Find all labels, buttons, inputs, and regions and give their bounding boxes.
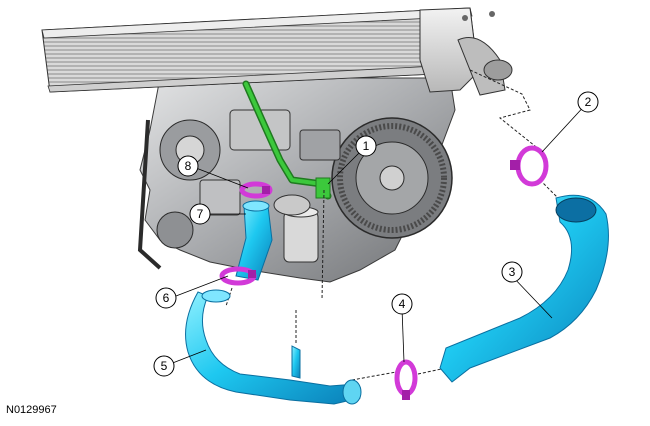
callout-2: 2 (577, 91, 599, 113)
callout-7: 7 (189, 203, 211, 225)
clamp-lower-engine (219, 266, 257, 286)
callout-8: 8 (177, 155, 199, 177)
callout-5-label: 5 (161, 359, 168, 373)
alignment-lines (225, 69, 561, 381)
clamp-upper-engine (239, 181, 273, 199)
callout-3-label: 3 (509, 265, 516, 279)
intake-hose-upper (439, 194, 609, 383)
callout-8-label: 8 (185, 159, 192, 173)
leader-lines (169, 101, 589, 365)
callout-5: 5 (153, 355, 175, 377)
engine-assembly (137, 77, 456, 283)
intake-hose-lower (185, 289, 362, 405)
callout-1: 1 (355, 135, 377, 157)
callout-4: 4 (391, 293, 413, 315)
charge-air-cooler (41, 7, 513, 96)
callout-6-label: 6 (163, 291, 170, 305)
callout-1-label: 1 (363, 139, 370, 153)
callout-6: 6 (155, 287, 177, 309)
callout-2-label: 2 (585, 95, 592, 109)
clamp-cooler-outlet (510, 145, 549, 187)
callout-3: 3 (501, 261, 523, 283)
clamp-middle (394, 359, 418, 400)
callout-4-label: 4 (399, 297, 406, 311)
vent-connector (315, 177, 331, 199)
callout-7-label: 7 (197, 207, 204, 221)
figure-id: N0129967 (6, 404, 57, 416)
flywheel (331, 117, 453, 239)
